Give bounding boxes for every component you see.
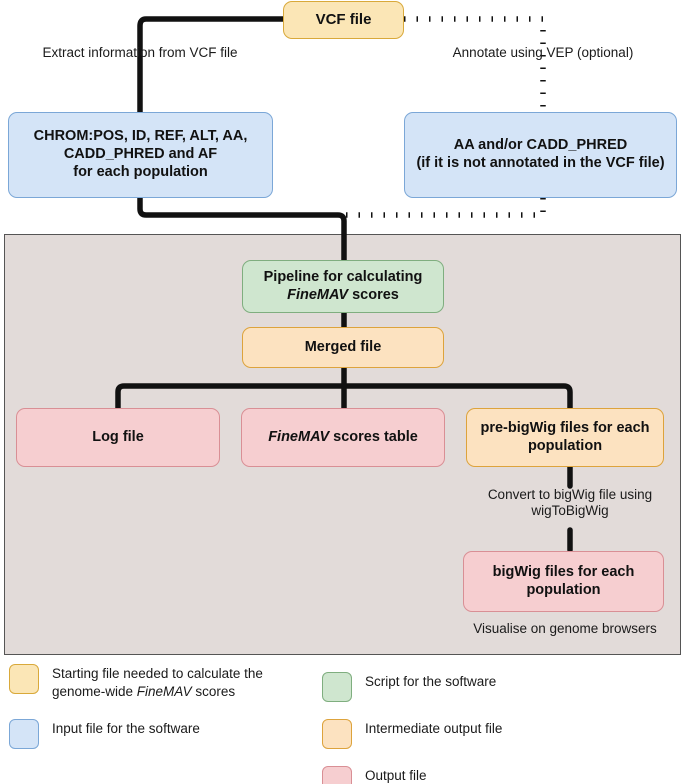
node-extracted-fields[interactable]: CHROM:POS, ID, REF, ALT, AA, CADD_PHRED … <box>8 112 273 198</box>
node-scores-table[interactable]: FineMAV scores table <box>241 408 445 467</box>
legend-swatch-intermediate-output <box>322 719 352 749</box>
node-pre-bigwig[interactable]: pre-bigWig files for each population <box>466 408 664 467</box>
node-extracted-fields-line2: CADD_PHRED and AF <box>63 146 218 163</box>
legend-label-starting-file-italic: FineMAV <box>136 684 192 700</box>
node-merged-file[interactable]: Merged file <box>242 327 444 368</box>
legend-label-starting-file-post: scores <box>191 684 236 700</box>
node-bigwig[interactable]: bigWig files for each population <box>463 551 664 612</box>
node-log-file-label: Log file <box>92 428 144 445</box>
legend-swatch-output-file <box>322 766 352 784</box>
legend-label-input-file: Input file for the software <box>52 721 200 736</box>
legend-swatch-starting-file <box>9 664 39 694</box>
node-pipeline-rest: scores <box>348 286 399 303</box>
legend-item-script: Script for the software <box>322 672 652 702</box>
annotation-annotate-line1: Annotate using VEP <box>452 45 574 60</box>
legend-swatch-input-file <box>9 719 39 749</box>
legend-item-starting-file: Starting file needed to calculate the ge… <box>9 664 309 701</box>
legend: Starting file needed to calculate the ge… <box>0 658 685 784</box>
node-extracted-fields-line1: CHROM:POS, ID, REF, ALT, AA, <box>33 128 248 145</box>
annotation-convert-line2: using wigToBigWig <box>531 487 653 519</box>
node-scores-table-label: FineMAV scores table <box>268 429 418 447</box>
legend-label-intermediate-output: Intermediate output file <box>365 721 503 736</box>
node-extracted-fields-line3: for each population <box>73 163 208 180</box>
annotation-convert-line1: Convert to bigWig file <box>487 487 617 502</box>
node-vcf-file-label: VCF file <box>315 10 372 28</box>
annotation-extract: Extract information from VCF file <box>40 45 240 61</box>
node-log-file[interactable]: Log file <box>16 408 220 467</box>
node-scores-table-italic: FineMAV <box>268 428 330 445</box>
legend-label-output-file: Output file <box>365 768 427 783</box>
annotation-visualise-line1: Visualise on genome browsers <box>473 621 657 636</box>
legend-label-starting-file-pre: Starting file needed to calculate the ge… <box>52 666 263 700</box>
node-merged-file-label: Merged file <box>304 338 382 355</box>
node-pre-bigwig-line1: pre-bigWig files for each <box>480 419 650 436</box>
annotation-annotate: Annotate using VEP (optional) <box>443 45 643 61</box>
node-pre-bigwig-line2: population <box>527 437 603 454</box>
node-vcf-file[interactable]: VCF file <box>283 1 404 39</box>
legend-label-script: Script for the software <box>365 674 497 689</box>
node-aa-cadd-line2: (if it is not annotated in the VCF file) <box>416 155 665 171</box>
legend-item-intermediate-output: Intermediate output file <box>322 719 652 749</box>
annotation-extract-line1: Extract information <box>42 45 155 60</box>
node-aa-cadd-line1: AA and/or CADD_PHRED <box>453 137 628 154</box>
node-pipeline-italic: FineMAV <box>287 286 349 303</box>
annotation-annotate-line2: (optional) <box>577 45 634 60</box>
node-bigwig-line1: bigWig files for each <box>492 563 635 580</box>
node-pipeline-line2: FineMAV scores <box>264 287 423 305</box>
node-pipeline-line1: Pipeline for calculating <box>263 268 423 285</box>
legend-item-input-file: Input file for the software <box>9 719 309 749</box>
annotation-visualise: Visualise on genome browsers <box>455 621 675 637</box>
node-pipeline[interactable]: Pipeline for calculating FineMAV scores <box>242 260 444 313</box>
annotation-convert: Convert to bigWig file using wigToBigWig <box>470 487 670 520</box>
legend-item-output-file: Output file <box>322 766 652 784</box>
node-scores-table-rest: scores table <box>329 428 418 445</box>
node-bigwig-line2: population <box>526 581 601 598</box>
legend-swatch-script <box>322 672 352 702</box>
annotation-extract-line2: from VCF file <box>158 45 238 60</box>
legend-label-starting-file: Starting file needed to calculate the ge… <box>52 664 263 701</box>
node-aa-cadd[interactable]: AA and/or CADD_PHRED (if it is not annot… <box>404 112 677 198</box>
